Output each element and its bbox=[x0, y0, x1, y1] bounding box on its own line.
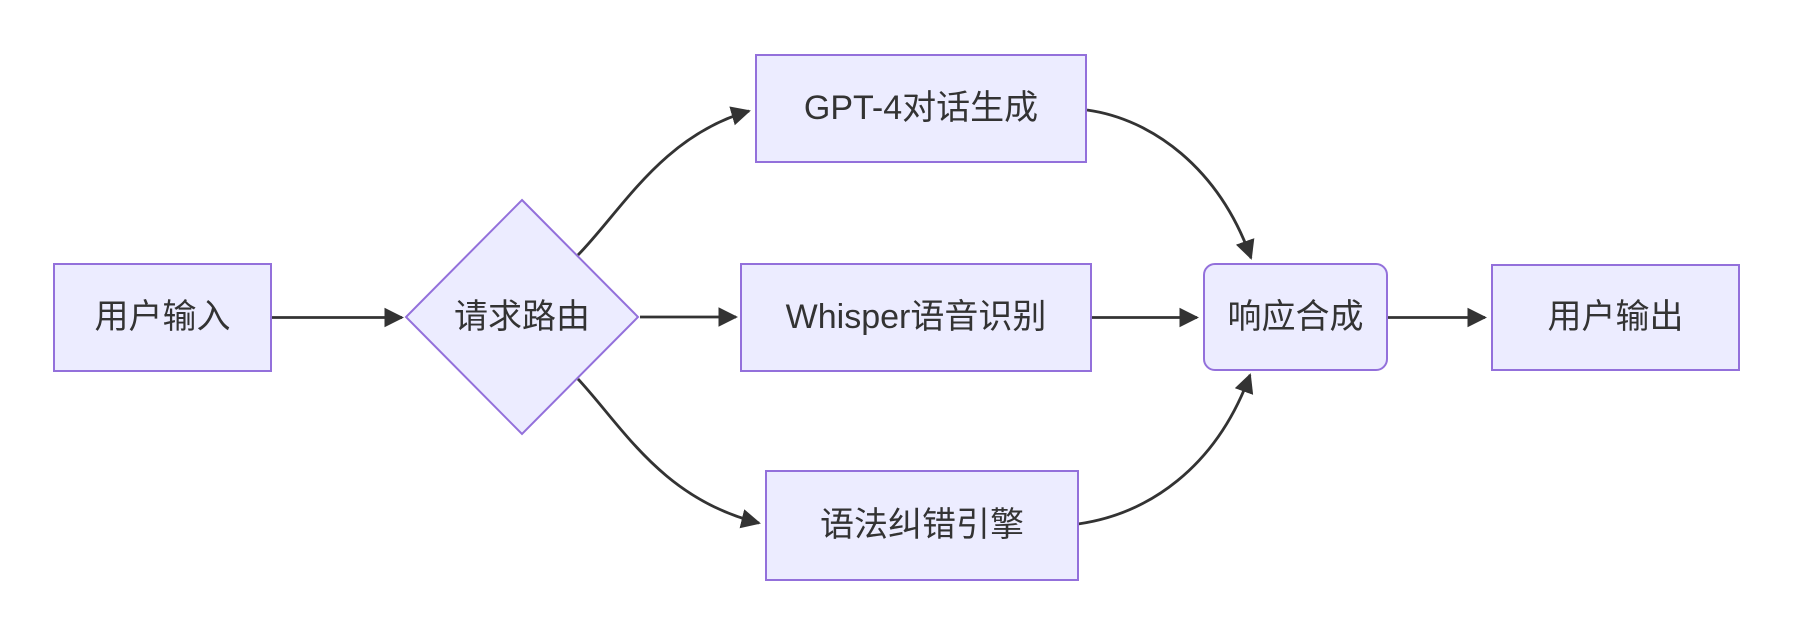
node-user-input: 用户输入 bbox=[53, 263, 272, 372]
edge-gpt4-to-synthesis bbox=[1086, 108, 1255, 260]
node-gpt4-dialog-label: GPT-4对话生成 bbox=[803, 89, 1039, 128]
node-whisper-asr: Whisper语音识别 bbox=[740, 263, 1092, 372]
node-response-synthesis: 响应合成 bbox=[1203, 263, 1388, 371]
node-user-input-label: 用户输入 bbox=[94, 298, 231, 337]
node-whisper-asr-label: Whisper语音识别 bbox=[785, 298, 1047, 337]
node-request-router-label: 请求路由 bbox=[454, 297, 590, 336]
edge-router-to-gpt4 bbox=[576, 106, 751, 256]
edge-grammar-to-synthesis bbox=[1077, 373, 1254, 526]
node-gpt4-dialog: GPT-4对话生成 bbox=[755, 54, 1087, 163]
node-response-synthesis-label: 响应合成 bbox=[1227, 297, 1364, 336]
node-user-output-label: 用户输出 bbox=[1547, 298, 1684, 337]
node-grammar-engine: 语法纠错引擎 bbox=[765, 470, 1079, 581]
node-grammar-engine-label: 语法纠错引擎 bbox=[820, 506, 1024, 545]
node-request-router: 请求路由 bbox=[406, 262, 638, 372]
node-user-output: 用户输出 bbox=[1491, 264, 1740, 371]
decision-diamond-shape bbox=[404, 198, 640, 436]
edge-router-to-grammar bbox=[576, 378, 761, 529]
